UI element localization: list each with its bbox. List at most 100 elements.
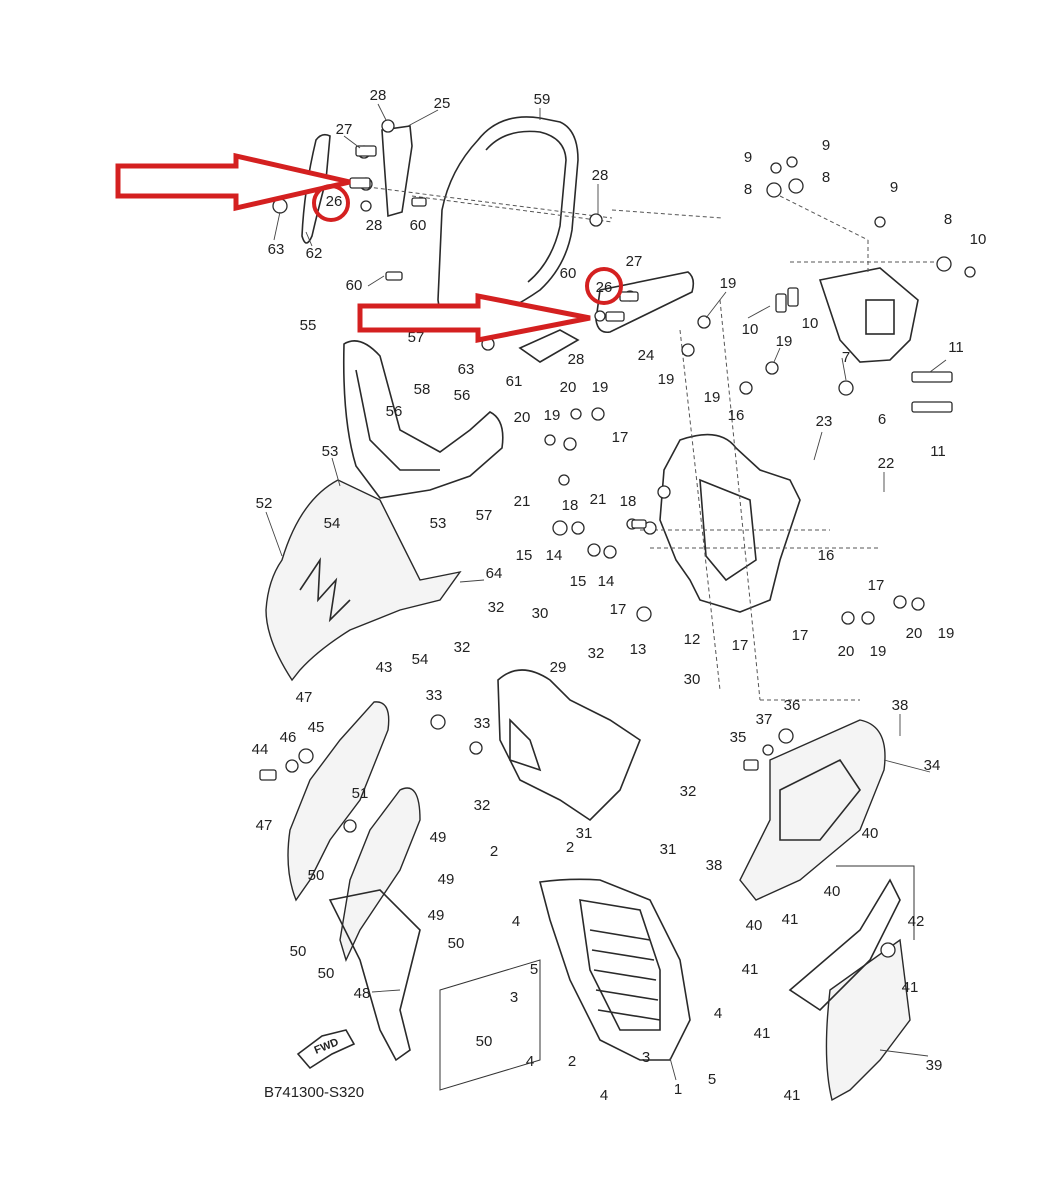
callout-label: 9 <box>890 179 898 196</box>
callout-label: 27 <box>626 253 643 270</box>
left-screen-bracket <box>301 125 723 244</box>
callout-label: 17 <box>792 627 809 644</box>
callout-label: 54 <box>324 515 341 532</box>
callout-label: 20 <box>906 625 923 642</box>
callout-label: 32 <box>488 599 505 616</box>
callout-label: 19 <box>720 275 737 292</box>
callout-label: 7 <box>842 349 850 366</box>
callout-label: 39 <box>926 1057 943 1074</box>
callout-label: 38 <box>706 857 723 874</box>
callout-label: 41 <box>784 1087 801 1104</box>
callout-label: 15 <box>516 547 533 564</box>
callout-label: 8 <box>944 211 952 228</box>
callout-label: 40 <box>824 883 841 900</box>
callout-label: 30 <box>684 671 701 688</box>
callout-label: 52 <box>256 495 273 512</box>
right-screen-bracket <box>518 271 695 363</box>
callout-label: 41 <box>742 961 759 978</box>
callout-label: 2 <box>566 839 574 856</box>
callout-label: 8 <box>822 169 830 186</box>
front-cowling <box>265 479 462 682</box>
callout-label: 28 <box>370 87 387 104</box>
callout-label: 33 <box>426 687 443 704</box>
callout-label: 41 <box>754 1025 771 1042</box>
callout-label: 18 <box>620 493 637 510</box>
callout-label: 61 <box>506 373 523 390</box>
callout-label: 31 <box>576 825 593 842</box>
callout-label: 47 <box>296 689 313 706</box>
callout-label: 31 <box>660 841 677 858</box>
callout-label: 40 <box>862 825 879 842</box>
callout-label: 54 <box>412 651 429 668</box>
callout-label: 45 <box>308 719 325 736</box>
callout-label: 62 <box>306 245 323 262</box>
leader-lines <box>265 103 947 1081</box>
callout-label: 4 <box>526 1053 534 1070</box>
reference-code: B741300-S320 <box>264 1084 364 1101</box>
callout-label: 23 <box>816 413 833 430</box>
callout-label: 14 <box>546 547 563 564</box>
fasteners <box>272 119 976 958</box>
callout-label: 40 <box>746 917 763 934</box>
callout-label: 33 <box>474 715 491 732</box>
callout-label: 26 <box>596 279 613 296</box>
callout-label: 4 <box>512 913 520 930</box>
upper-mount-bracket <box>779 195 940 363</box>
callout-label: 28 <box>592 167 609 184</box>
callout-label: 11 <box>948 339 964 356</box>
callout-label: 57 <box>476 507 493 524</box>
highlight-annotations <box>115 152 623 344</box>
meter-visor <box>342 340 504 499</box>
callout-label: 49 <box>428 907 445 924</box>
callout-label: 51 <box>352 785 369 802</box>
callout-label: 25 <box>434 95 451 112</box>
callout-label: 32 <box>588 645 605 662</box>
callout-label: 22 <box>878 455 895 472</box>
callout-label: 1 <box>674 1081 682 1098</box>
lower-arrow-icon <box>357 292 591 344</box>
callout-label: 42 <box>908 913 925 930</box>
callout-label: 43 <box>376 659 393 676</box>
callout-label: 20 <box>560 379 577 396</box>
callout-label: 17 <box>868 577 885 594</box>
bolts <box>259 145 953 781</box>
callout-label: 13 <box>630 641 647 658</box>
callout-label: 60 <box>410 217 427 234</box>
callout-label: 3 <box>642 1049 650 1066</box>
callout-label: 41 <box>782 911 799 928</box>
callout-label: 57 <box>408 329 425 346</box>
callout-label: 15 <box>570 573 587 590</box>
callout-label: 19 <box>704 389 721 406</box>
callout-label: 47 <box>256 817 273 834</box>
callout-label: 20 <box>838 643 855 660</box>
callout-label: 32 <box>454 639 471 656</box>
callout-label: 50 <box>318 965 335 982</box>
callout-label: 49 <box>438 871 455 888</box>
callout-label: 41 <box>902 979 919 996</box>
callout-label: 53 <box>322 443 339 460</box>
upper-highlight-circle <box>312 184 350 222</box>
callout-label: 55 <box>300 317 317 334</box>
callout-label: 59 <box>534 91 551 108</box>
fwd-direction-icon: FWD <box>296 1029 356 1070</box>
callout-label: 19 <box>870 643 887 660</box>
callout-label: 10 <box>742 321 759 338</box>
lower-highlight-circle <box>585 267 623 305</box>
callout-label: 35 <box>730 729 747 746</box>
callout-label: 64 <box>486 565 503 582</box>
callout-label: 53 <box>430 515 447 532</box>
callout-label: 32 <box>680 783 697 800</box>
callout-label: 14 <box>598 573 615 590</box>
callout-label: 19 <box>776 333 793 350</box>
callout-label: 56 <box>454 387 471 404</box>
callout-label: 50 <box>448 935 465 952</box>
callout-label: 36 <box>784 697 801 714</box>
callout-label: 19 <box>592 379 609 396</box>
callout-label: 12 <box>684 631 701 648</box>
callout-label: 6 <box>878 411 886 428</box>
inner-panel <box>497 669 641 822</box>
windshield-part <box>437 116 579 327</box>
callout-label: 19 <box>544 407 561 424</box>
callout-label: 9 <box>744 149 752 166</box>
